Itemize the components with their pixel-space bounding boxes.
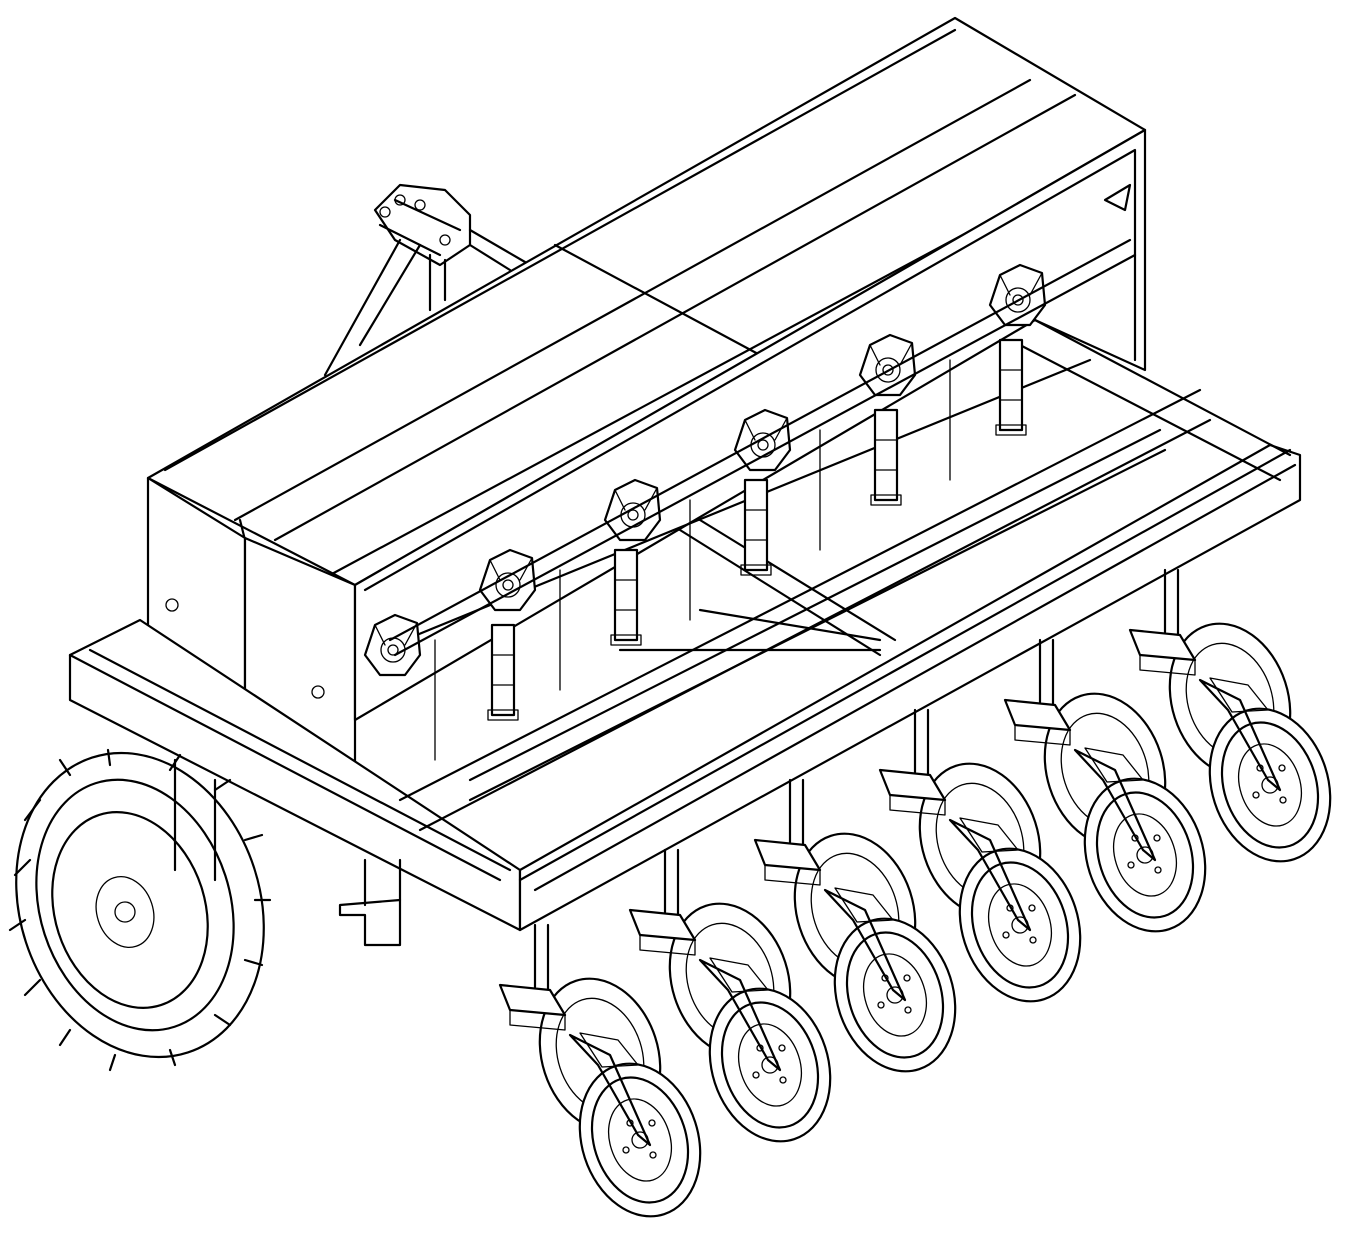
wheel-support	[338, 858, 402, 947]
three-point-hitch	[323, 183, 527, 377]
seed-hopper	[146, 16, 1147, 832]
seed-tubes	[434, 338, 1028, 761]
drive-wheel	[8, 748, 272, 1072]
main-frame	[68, 318, 1302, 932]
seed-meters	[363, 238, 1137, 677]
